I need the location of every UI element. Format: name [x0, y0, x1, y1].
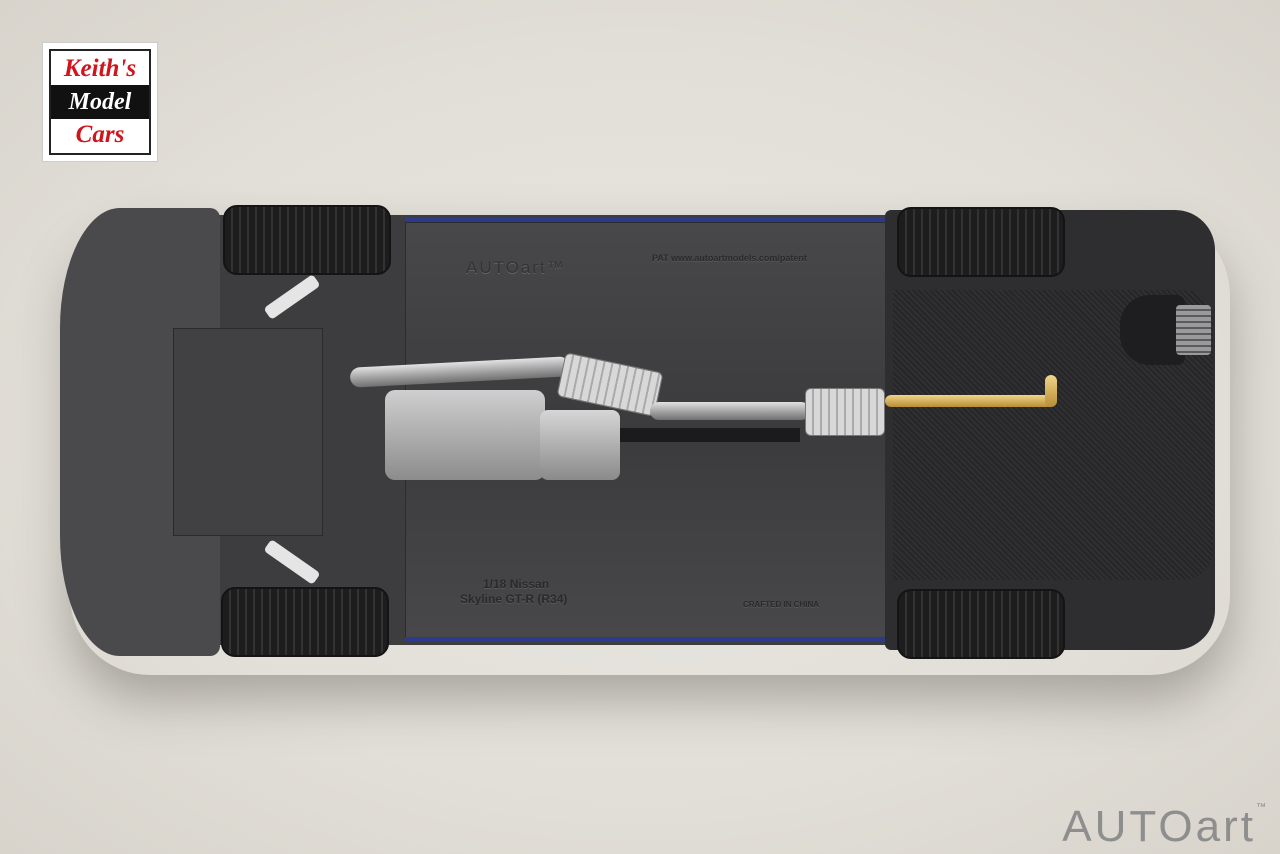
- watermark-tm: ™: [1256, 802, 1266, 813]
- wheel-rear-bottom: [897, 589, 1065, 659]
- chassis-model-line1: 1/18 Nissan: [483, 577, 550, 591]
- wheel-front-bottom: [221, 587, 389, 657]
- transmission: [385, 390, 545, 480]
- wheel-rear-top: [897, 207, 1065, 277]
- logo-line1: Keith's: [63, 55, 137, 82]
- chassis-model-line2: Skyline GT-R (R34): [460, 592, 568, 606]
- exhaust-tip: [1176, 305, 1211, 355]
- wheel-front-top: [223, 205, 391, 275]
- side-sill-top: [405, 217, 890, 222]
- side-sill-bottom: [405, 637, 890, 642]
- autoart-watermark: AUTOart™: [1062, 802, 1266, 852]
- titanium-exhaust-pipe: [885, 395, 1055, 407]
- logo-line3: Cars: [75, 121, 125, 148]
- transfer-case: [540, 410, 620, 480]
- logo-line2: Model: [51, 85, 149, 119]
- front-skid-plate: [173, 328, 323, 536]
- catalytic-converter-rear: [805, 388, 885, 436]
- keiths-model-cars-logo: Keith's Model Cars: [42, 42, 158, 162]
- propshaft: [620, 428, 800, 442]
- chassis-origin-marking: CRAFTED IN CHINA: [743, 600, 819, 609]
- titanium-exhaust-bend: [1045, 375, 1057, 407]
- muffler: [1120, 295, 1185, 365]
- chassis-brand-marking: AUTOart™: [466, 258, 566, 277]
- exhaust-mid-pipe: [650, 402, 810, 420]
- chassis-patent-marking: PAT www.autoartmodels.com/patent: [652, 253, 807, 263]
- watermark-brand: AUTOart: [1062, 802, 1256, 851]
